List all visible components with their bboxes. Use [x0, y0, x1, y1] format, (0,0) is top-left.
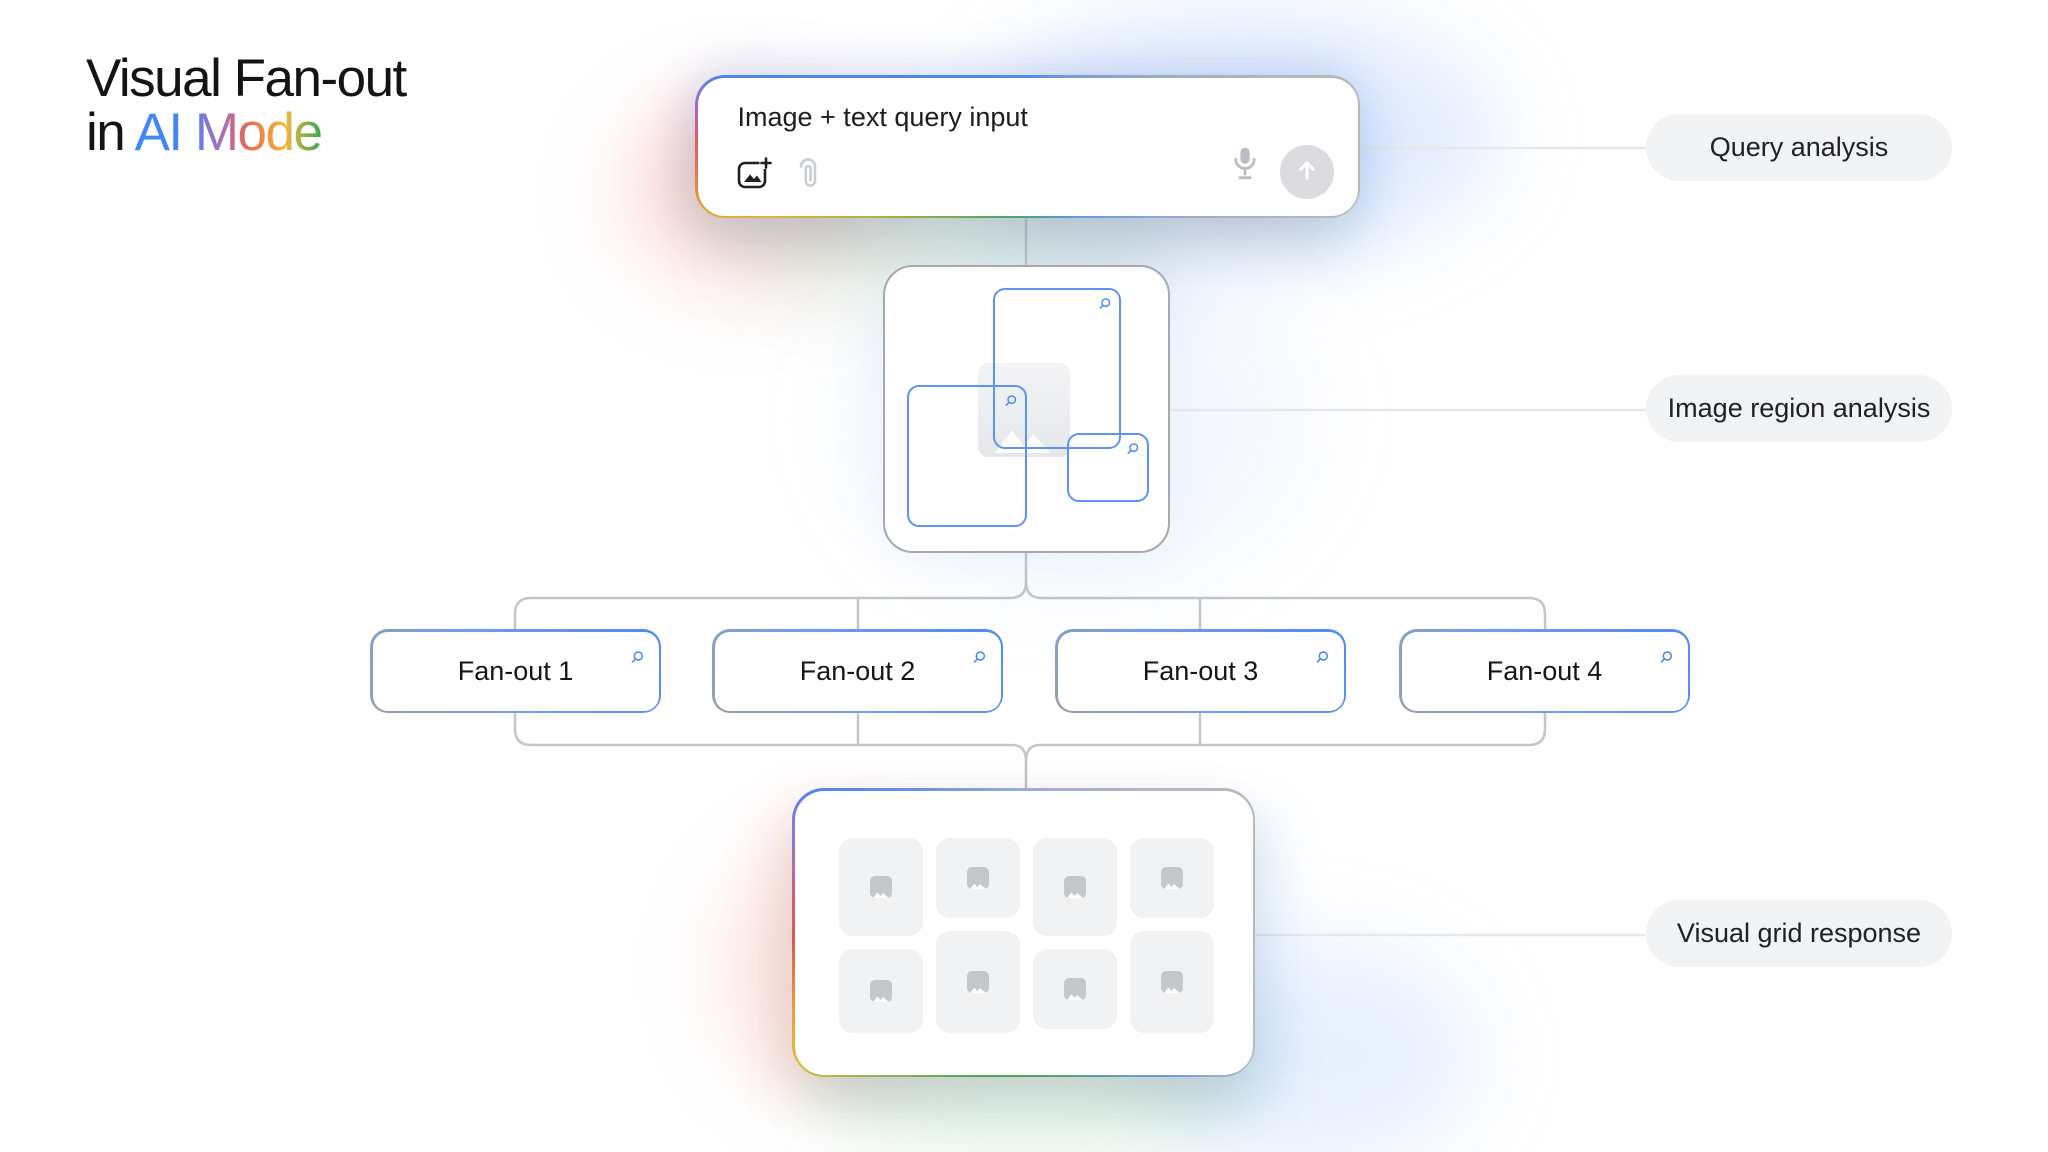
fanout-node-3: Fan-out 3	[1055, 629, 1346, 713]
image-icon	[1160, 970, 1183, 993]
send-button[interactable]	[1279, 144, 1334, 199]
paperclip-icon[interactable]	[796, 157, 822, 196]
grid-tile	[1032, 948, 1117, 1029]
page-title-line2-prefix: in	[86, 103, 135, 163]
fanout-node-1: Fan-out 1	[370, 629, 661, 713]
grid-tile	[935, 930, 1020, 1033]
add-image-icon[interactable]	[736, 157, 772, 195]
region-crop-left	[907, 385, 1027, 527]
image-icon	[1063, 875, 1086, 898]
label-visual-grid-response-text: Visual grid response	[1676, 918, 1922, 948]
search-icon	[1097, 297, 1112, 317]
microphone-icon[interactable]	[1230, 145, 1260, 190]
search-icon	[971, 642, 987, 673]
visual-grid-response-node	[792, 788, 1255, 1077]
query-left-actions	[736, 157, 822, 196]
search-icon	[629, 642, 645, 673]
label-image-region-analysis-text: Image region analysis	[1667, 393, 1931, 423]
grid-tile	[838, 837, 923, 936]
fanout-label: Fan-out 3	[1142, 655, 1259, 686]
page-title-line2: in AI Mode	[86, 106, 406, 160]
image-icon	[966, 970, 989, 993]
fanout-node-4: Fan-out 4	[1399, 629, 1690, 713]
image-icon	[1160, 866, 1183, 889]
fanout-label: Fan-out 1	[457, 655, 574, 686]
image-icon	[869, 979, 892, 1002]
grid-tile	[1129, 930, 1214, 1033]
fanout-label: Fan-out 4	[1486, 655, 1603, 686]
page-title: Visual Fan-out in AI Mode	[86, 49, 407, 160]
label-visual-grid-response: Visual grid response	[1646, 900, 1952, 967]
search-icon	[1314, 642, 1330, 673]
query-input-inner[interactable]: Image + text query input	[697, 77, 1358, 216]
image-region-analysis-node	[883, 265, 1170, 553]
query-input-text[interactable]: Image + text query input	[737, 101, 1028, 132]
image-icon	[1063, 977, 1086, 1000]
result-grid	[838, 837, 1214, 1033]
search-icon	[1003, 394, 1018, 414]
grid-tile	[838, 948, 923, 1033]
grid-tile	[935, 837, 1020, 918]
grid-tile	[1032, 837, 1117, 936]
region-crop-small	[1067, 433, 1149, 502]
send-arrow-icon	[1293, 156, 1321, 187]
label-query-analysis-text: Query analysis	[1709, 132, 1889, 162]
fanout-label: Fan-out 2	[799, 655, 916, 686]
fanout-node-2: Fan-out 2	[712, 629, 1003, 713]
image-icon	[869, 875, 892, 898]
search-icon	[1658, 642, 1674, 673]
ai-mode-gradient-text: AI Mode	[134, 103, 323, 163]
query-input-box: Image + text query input	[695, 75, 1360, 218]
page-title-line1: Visual Fan-out	[86, 49, 407, 108]
search-icon	[1125, 442, 1140, 462]
label-query-analysis: Query analysis	[1646, 114, 1952, 181]
image-icon	[966, 866, 989, 889]
region-crop-large	[993, 288, 1121, 449]
grid-tile	[1129, 837, 1214, 918]
label-image-region-analysis: Image region analysis	[1646, 375, 1952, 442]
